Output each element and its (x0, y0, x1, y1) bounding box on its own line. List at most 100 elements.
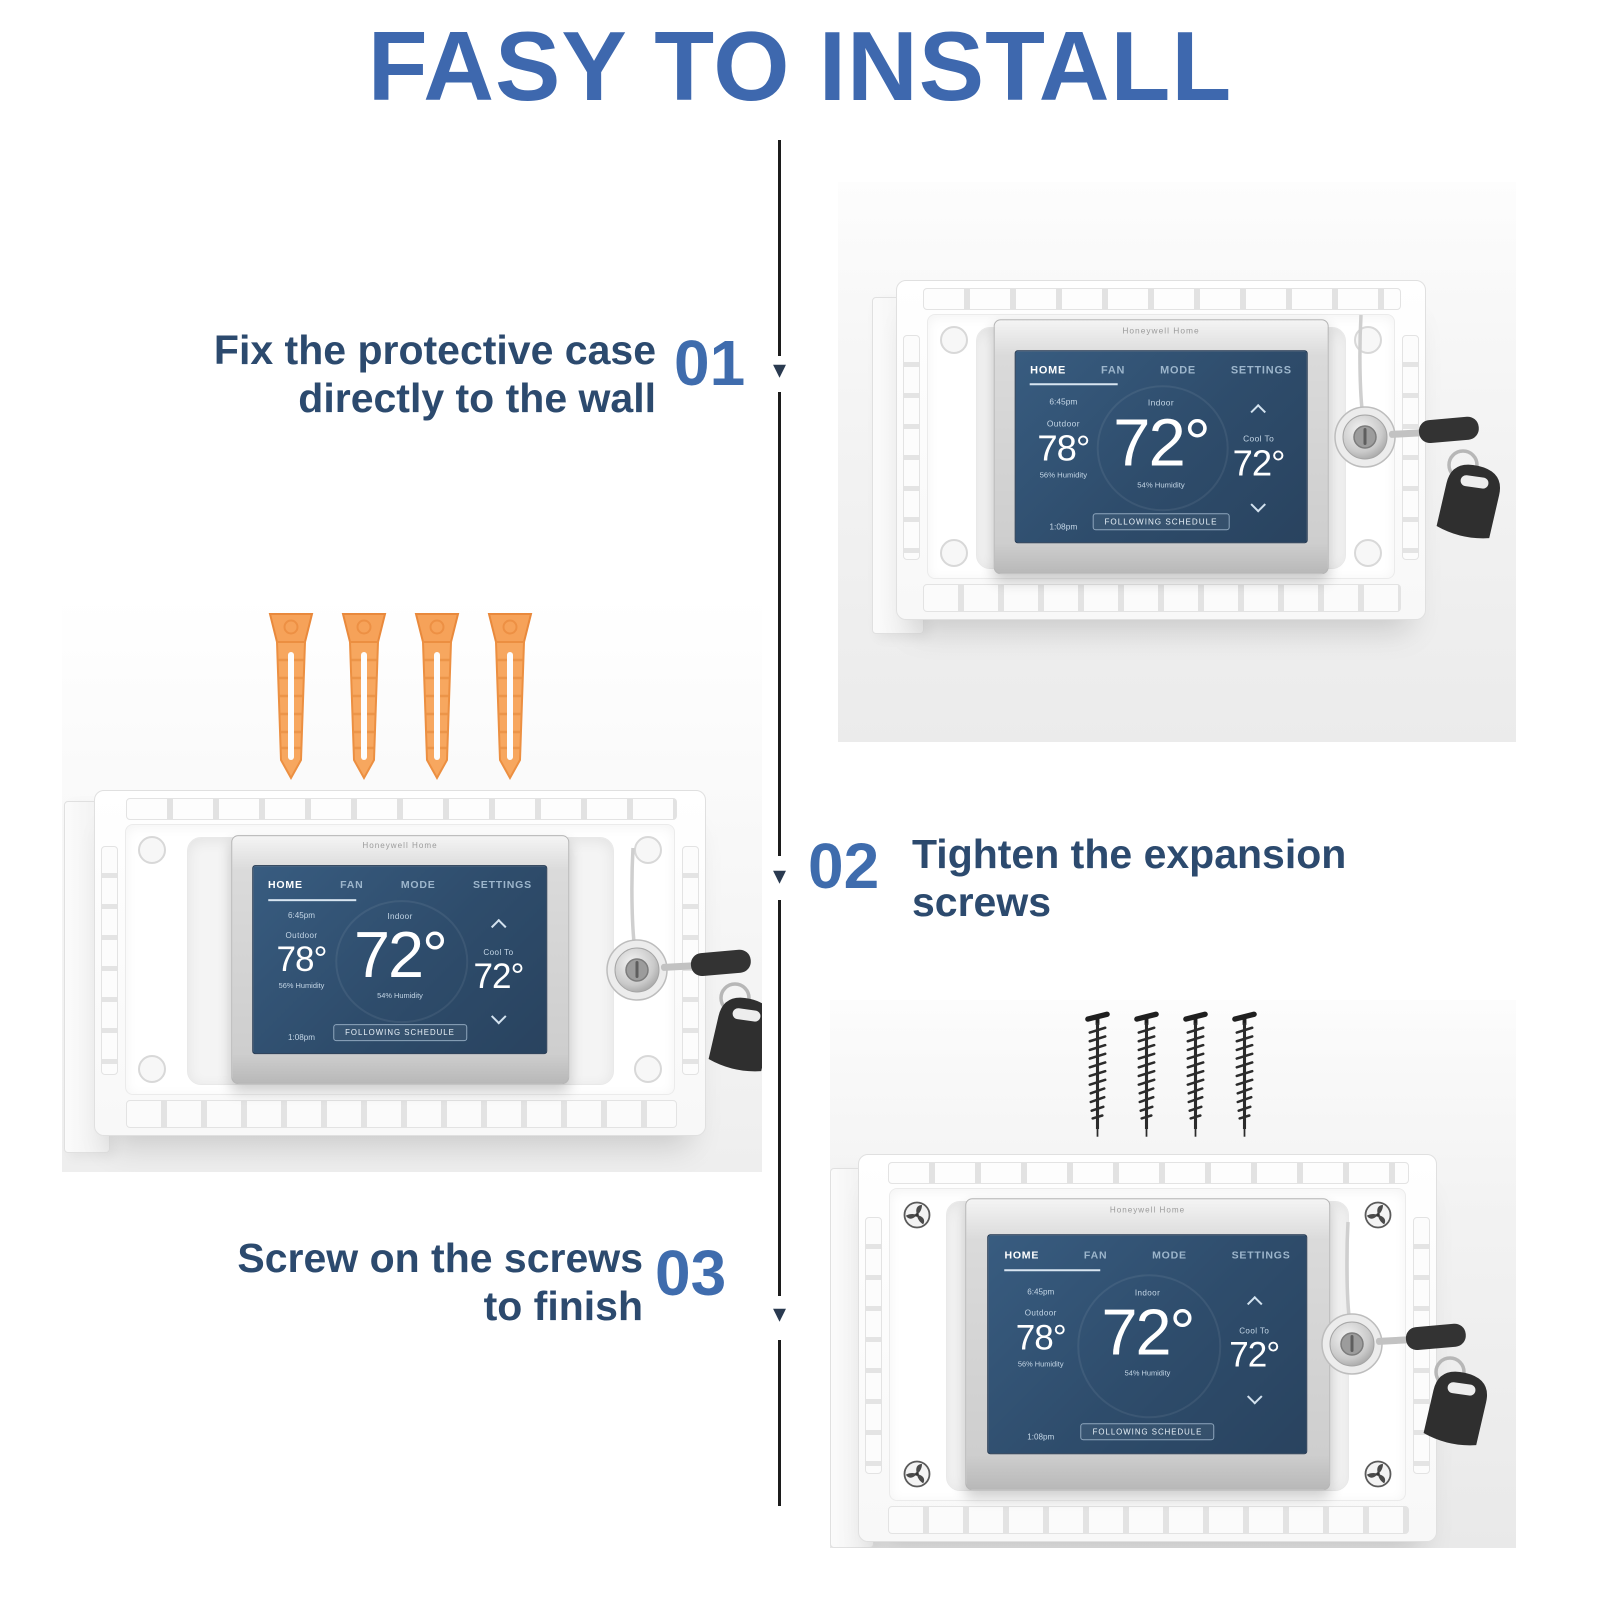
divider-line-segment (778, 392, 781, 856)
nav-active-underline (268, 898, 356, 901)
outdoor-temp: 78° (1037, 427, 1090, 469)
vent-slots-left (903, 335, 920, 561)
indoor-column: Indoor 72° 54% Humidity FOLLOWING SCHEDU… (1080, 1285, 1215, 1446)
screen-body: 6:45pm Outdoor 78° 56% Humidity 1:08pm I… (1027, 395, 1294, 536)
indoor-humidity: 54% Humidity (377, 990, 423, 1000)
clock-time: 6:45pm (1027, 1286, 1055, 1296)
setpoint-column: Cool To 72° (1215, 1285, 1294, 1446)
divider-line-segment (778, 900, 781, 1296)
mounting-hole (1354, 539, 1382, 567)
outdoor-label: Outdoor (285, 931, 318, 941)
divider-line-segment (778, 140, 781, 356)
vent-slots-top (923, 288, 1401, 310)
setpoint-label: Cool To (1243, 433, 1275, 444)
screen-body: 6:45pm Outdoor 78° 56% Humidity 1:08pm I… (265, 909, 535, 1047)
expansion-anchor-icon (487, 612, 533, 780)
lock-and-key-icon (605, 846, 762, 1075)
nav-item-mode: MODE (1160, 364, 1196, 377)
nav-item-settings: SETTINGS (1230, 364, 1292, 377)
photo-step-2-expansion-anchors: Honeywell Home HOME FAN MODE SETTINGS 6:… (62, 596, 762, 1172)
vent-slots-top (125, 798, 677, 820)
footer-time: 1:08pm (1027, 1432, 1055, 1442)
indoor-column: Indoor 72° 54% Humidity FOLLOWING SCHEDU… (1092, 395, 1230, 536)
setpoint-temp: 72° (473, 957, 524, 997)
setpoint-column: Cool To 72° (462, 909, 535, 1047)
mounting-hole (138, 836, 166, 864)
nav-item-settings: SETTINGS (472, 879, 532, 892)
triangle-down-icon: ▾ (772, 860, 787, 890)
clock-time: 6:45pm (1049, 396, 1078, 407)
mounting-hole (138, 1055, 166, 1083)
indoor-label: Indoor (387, 911, 413, 921)
thermostat: Honeywell Home HOME FAN MODE SETTINGS 6:… (964, 1198, 1331, 1490)
outdoor-label: Outdoor (1024, 1308, 1057, 1318)
chevron-down-icon (1246, 1389, 1263, 1405)
indoor-temp: 72° (1113, 405, 1211, 481)
chevron-down-icon (490, 1009, 507, 1025)
step-3-label: Screw on the screws to finish (140, 1235, 643, 1331)
indoor-label: Indoor (1147, 397, 1175, 408)
thermostat-nav: HOME FAN MODE SETTINGS (253, 866, 546, 901)
outdoor-humidity: 56% Humidity (1017, 1358, 1064, 1368)
expansion-anchor-icon (414, 612, 460, 780)
divider-line-segment (778, 1340, 781, 1506)
step-3-line1: Screw on the screws (237, 1235, 643, 1281)
step-2-line1: Tighten the expansion (912, 831, 1347, 877)
schedule-button: FOLLOWING SCHEDULE (333, 1023, 467, 1041)
outdoor-column: 6:45pm Outdoor 78° 56% Humidity 1:08pm (1001, 1285, 1080, 1446)
nav-item-fan: FAN (1083, 1249, 1108, 1262)
setpoint-label: Cool To (483, 947, 514, 957)
thermostat-screen: HOME FAN MODE SETTINGS 6:45pm Outdoor 78… (1014, 350, 1308, 543)
step-2-line2: screws (912, 878, 1052, 925)
protective-case: Honeywell Home HOME FAN MODE SETTINGS 6:… (858, 1154, 1437, 1542)
step-3-line2: to finish (483, 1282, 643, 1329)
nav-item-mode: MODE (1152, 1249, 1187, 1262)
vent-slots-left (865, 1216, 882, 1474)
vent-slots-bottom (125, 1100, 677, 1128)
photo-step-3-screws: Honeywell Home HOME FAN MODE SETTINGS 6:… (830, 1000, 1516, 1548)
indoor-temp: 72° (353, 918, 448, 992)
screw-icon (1084, 1010, 1111, 1140)
screw-icon (1133, 1010, 1160, 1140)
setpoint-temp: 72° (1232, 442, 1286, 484)
fan-screw-icon (1364, 1460, 1392, 1488)
mounting-hole (634, 836, 662, 864)
nav-active-underline (1030, 383, 1118, 386)
setpoint-label: Cool To (1239, 1326, 1270, 1336)
nav-item-fan: FAN (1100, 364, 1126, 377)
fan-screw-icon (903, 1460, 931, 1488)
vent-slots-right (1402, 335, 1419, 561)
vent-slots-bottom (887, 1506, 1410, 1534)
outdoor-temp: 78° (1015, 1317, 1067, 1357)
expansion-anchor-icon (268, 612, 314, 780)
indoor-humidity: 54% Humidity (1137, 479, 1185, 489)
nav-active-underline (1004, 1269, 1100, 1272)
nav-item-home: HOME (268, 879, 303, 892)
outdoor-temp: 78° (276, 940, 327, 980)
footer-time: 1:08pm (1049, 521, 1078, 532)
nav-item-fan: FAN (340, 879, 364, 892)
expansion-anchor-icon (341, 612, 387, 780)
nav-item-settings: SETTINGS (1231, 1249, 1291, 1262)
mounting-hole (940, 326, 968, 354)
outdoor-humidity: 56% Humidity (278, 981, 325, 991)
triangle-down-icon: ▾ (772, 1298, 787, 1328)
setpoint-column: Cool To 72° (1223, 395, 1295, 536)
clock-time: 6:45pm (288, 910, 316, 920)
thermostat-screen: HOME FAN MODE SETTINGS 6:45pm Outdoor 78… (252, 865, 548, 1054)
step-2-number: 02 (808, 830, 880, 902)
indoor-label: Indoor (1134, 1287, 1161, 1297)
thermostat-brand: Honeywell Home (1122, 325, 1200, 336)
screen-body: 6:45pm Outdoor 78° 56% Humidity 1:08pm I… (1001, 1285, 1294, 1446)
page-title: FASY TO INSTALL (367, 11, 1233, 121)
step-1-line2: directly to the wall (298, 374, 656, 421)
thermostat-nav: HOME FAN MODE SETTINGS (1016, 351, 1307, 386)
nav-item-mode: MODE (400, 879, 436, 892)
protective-case: Honeywell Home HOME FAN MODE SETTINGS 6:… (94, 790, 706, 1136)
thermostat: Honeywell Home HOME FAN MODE SETTINGS 6:… (231, 834, 569, 1085)
mounting-hole (940, 539, 968, 567)
nav-item-home: HOME (1030, 364, 1067, 377)
setpoint-temp: 72° (1229, 1335, 1280, 1375)
lock-and-key-icon (1320, 1220, 1494, 1449)
vent-slots-top (887, 1162, 1410, 1184)
